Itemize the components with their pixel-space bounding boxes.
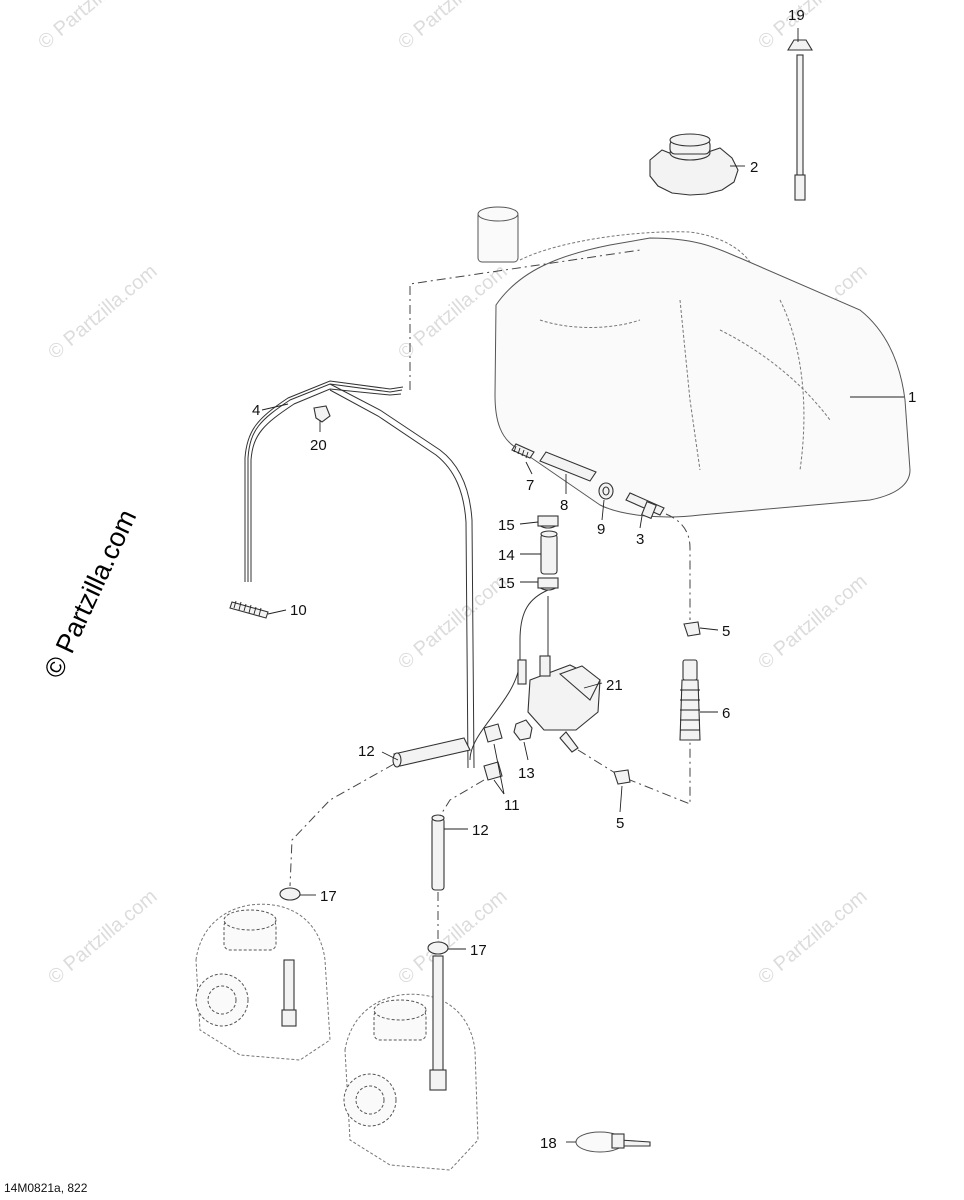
dashed-line-pump-to-6 <box>577 740 691 805</box>
callout-15-lower: 15 <box>498 575 515 592</box>
callout-7: 7 <box>526 477 534 494</box>
watermark: © Partzilla.com <box>34 0 151 54</box>
part-15-clamp-lower[interactable] <box>537 577 559 591</box>
callout-15-upper: 15 <box>498 517 515 534</box>
callout-12-lower: 12 <box>472 822 489 839</box>
part-19-rod[interactable] <box>787 39 813 201</box>
carburetor-left <box>195 903 331 1061</box>
part-12-hose-lower[interactable] <box>431 814 445 891</box>
watermark: © Partzilla.com <box>754 0 871 54</box>
part-21-fuel-pump[interactable] <box>469 589 601 761</box>
part-5-clamp-lower[interactable] <box>613 769 631 785</box>
callout-18: 18 <box>540 1135 557 1152</box>
part-1-fuel-tank[interactable] <box>477 206 911 518</box>
part-4-vent-hose[interactable] <box>244 380 475 769</box>
dashed-line-11-to-12 <box>439 779 485 817</box>
part-15-clamp-upper[interactable] <box>537 515 559 529</box>
watermark: © Partzilla.com <box>754 570 871 673</box>
watermark: © Partzilla.com <box>44 885 161 988</box>
watermark-large: © Partzilla.com <box>38 505 142 683</box>
part-3-fitting[interactable] <box>625 492 665 520</box>
part-8-hose[interactable] <box>539 451 597 482</box>
callout-11: 11 <box>504 797 520 814</box>
callout-10: 10 <box>290 602 307 619</box>
part-17-clamp-right[interactable] <box>427 941 449 955</box>
callout-labels: 1 2 19 4 20 10 7 8 9 3 15 14 15 5 21 6 1… <box>252 7 916 1152</box>
part-6-primer[interactable] <box>679 659 701 741</box>
part-14-hose[interactable] <box>540 530 558 575</box>
part-12-hose-upper[interactable] <box>392 737 471 768</box>
callout-17-left: 17 <box>320 888 337 905</box>
callout-19: 19 <box>788 7 805 24</box>
callout-9: 9 <box>597 521 605 538</box>
part-11-clamp-lower[interactable] <box>483 761 503 781</box>
callout-4: 4 <box>252 402 260 419</box>
part-2-fuel-cap[interactable] <box>649 133 739 196</box>
diagram-code: 14M0821a, 822 <box>4 1181 88 1195</box>
watermark: © Partzilla.com <box>394 260 511 363</box>
part-18-cable-tie[interactable] <box>575 1131 651 1153</box>
callout-6: 6 <box>722 705 730 722</box>
part-13-nut[interactable] <box>513 719 533 741</box>
part-11-clamp-upper[interactable] <box>483 723 503 743</box>
dashed-line-tank-to-6 <box>665 513 691 620</box>
part-5-clamp-upper[interactable] <box>683 621 701 637</box>
dashed-line-hose-to-carb-1 <box>289 763 395 887</box>
callout-3: 3 <box>636 531 644 548</box>
callout-21: 21 <box>606 677 623 694</box>
callout-8: 8 <box>560 497 568 514</box>
watermark: © Partzilla.com <box>44 260 161 363</box>
watermark: © Partzilla.com <box>394 570 511 673</box>
watermark: © Partzilla.com <box>394 0 511 54</box>
callout-1: 1 <box>908 389 916 406</box>
part-9-grommet[interactable] <box>598 482 614 500</box>
part-10-spring[interactable] <box>229 600 269 619</box>
dashed-leader-4 <box>409 249 641 390</box>
part-7-filter[interactable] <box>511 443 535 459</box>
part-20-clip[interactable] <box>313 405 331 423</box>
callout-14: 14 <box>498 547 515 564</box>
callout-5-upper: 5 <box>722 623 730 640</box>
callout-5-lower: 5 <box>616 815 624 832</box>
part-17-clamp-left[interactable] <box>279 887 301 901</box>
callout-20: 20 <box>310 437 327 454</box>
callout-17-right: 17 <box>470 942 487 959</box>
carburetor-right <box>343 955 479 1171</box>
leader-lines <box>261 28 904 1143</box>
callout-13: 13 <box>518 765 535 782</box>
callout-2: 2 <box>750 159 758 176</box>
watermark: © Partzilla.com <box>394 885 511 988</box>
watermark: © Partzilla.com <box>754 885 871 988</box>
callout-12-upper: 12 <box>358 743 375 760</box>
